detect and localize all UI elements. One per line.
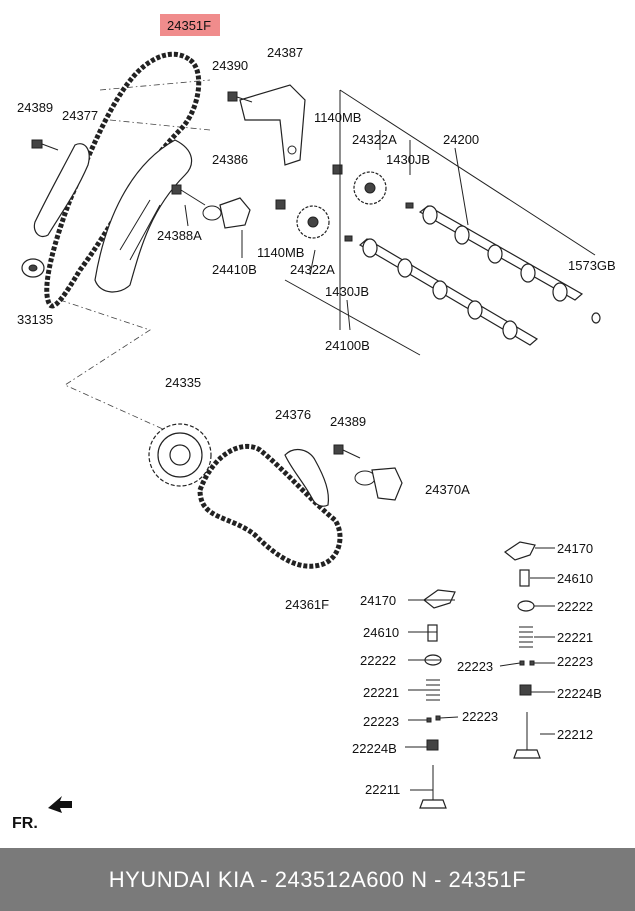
bolt-24388A[interactable] bbox=[171, 184, 206, 206]
camshaft-24200[interactable] bbox=[405, 202, 584, 302]
tensioner-arm-24377[interactable] bbox=[33, 143, 90, 238]
valve-22211[interactable] bbox=[419, 765, 447, 809]
lash-adjuster-24610-left[interactable] bbox=[427, 624, 438, 642]
seal-22224B-left[interactable] bbox=[426, 739, 439, 751]
label-22221-right[interactable]: 22221 bbox=[557, 630, 593, 645]
bolt-24389-mid[interactable] bbox=[333, 444, 361, 459]
washer-33135[interactable] bbox=[21, 258, 45, 278]
label-24389-top[interactable]: 24389 bbox=[17, 100, 53, 115]
lower-timing-chain-24361F[interactable] bbox=[197, 443, 343, 569]
front-arrow-icon bbox=[48, 796, 72, 813]
tensioner-24410B[interactable] bbox=[202, 197, 251, 229]
label-1140MB-top[interactable]: 1140MB bbox=[314, 110, 361, 125]
label-24322A-bottom[interactable]: 24322A bbox=[290, 262, 335, 277]
bolt-24390[interactable] bbox=[227, 91, 253, 103]
label-24376[interactable]: 24376 bbox=[275, 407, 311, 422]
label-24170-left[interactable]: 24170 bbox=[360, 593, 396, 608]
label-24377[interactable]: 24377 bbox=[62, 108, 98, 123]
label-24200[interactable]: 24200 bbox=[443, 132, 479, 147]
valve-22212[interactable] bbox=[513, 712, 541, 759]
label-24100B[interactable]: 24100B bbox=[325, 338, 370, 353]
part-number-footer: HYUNDAI KIA - 243512A600 N - 24351F bbox=[0, 848, 635, 911]
upper-timing-chain[interactable] bbox=[44, 51, 202, 309]
label-24610-right[interactable]: 24610 bbox=[557, 571, 593, 586]
label-1140MB-bottom[interactable]: 1140MB bbox=[257, 245, 304, 260]
keeper-22223-left[interactable] bbox=[426, 715, 441, 723]
label-24370A[interactable]: 24370A bbox=[425, 482, 470, 497]
label-24610-left[interactable]: 24610 bbox=[363, 625, 399, 640]
leader-lines bbox=[184, 89, 596, 356]
label-24387[interactable]: 24387 bbox=[267, 45, 303, 60]
label-22223-left-right[interactable]: 22223 bbox=[462, 709, 498, 724]
label-22222-right[interactable]: 22222 bbox=[557, 599, 593, 614]
label-22221-left[interactable]: 22221 bbox=[363, 685, 399, 700]
label-22224B-right[interactable]: 22224B bbox=[557, 686, 602, 701]
label-22223-right-left[interactable]: 22223 bbox=[457, 659, 493, 674]
valvetrain-leader-lines bbox=[405, 547, 555, 791]
label-24389-mid[interactable]: 24389 bbox=[330, 414, 366, 429]
plug-1573GB[interactable] bbox=[591, 312, 601, 324]
label-22222-left[interactable]: 22222 bbox=[360, 653, 396, 668]
chain-guide-24386[interactable] bbox=[94, 139, 193, 293]
rocker-arm-24170-right[interactable] bbox=[503, 541, 536, 561]
rocker-arm-24170-left[interactable] bbox=[423, 589, 456, 609]
bolt-24389-top[interactable] bbox=[31, 139, 59, 151]
spring-22221-right[interactable] bbox=[519, 626, 533, 648]
label-1430JB-top[interactable]: 1430JB bbox=[386, 152, 430, 167]
guide-24376[interactable] bbox=[284, 448, 330, 507]
seal-22224B-right[interactable] bbox=[519, 684, 532, 696]
label-22224B-left[interactable]: 22224B bbox=[352, 741, 397, 756]
guide-line bbox=[99, 79, 211, 131]
bracket-24387[interactable] bbox=[239, 84, 306, 166]
label-24386[interactable]: 24386 bbox=[212, 152, 248, 167]
label-24388A[interactable]: 24388A bbox=[157, 228, 202, 243]
highlight-box bbox=[160, 14, 220, 36]
label-24410B[interactable]: 24410B bbox=[212, 262, 257, 277]
label-1573GB[interactable]: 1573GB bbox=[568, 258, 616, 273]
label-24322A-top[interactable]: 24322A bbox=[352, 132, 397, 147]
camshaft-24100B[interactable] bbox=[344, 235, 539, 346]
exploded-parts-diagram: 24351F 24387 24390 24389 24377 1140MB 24… bbox=[12, 14, 616, 832]
sprocket-24322A-top[interactable] bbox=[332, 164, 387, 205]
tensioner-24370A[interactable] bbox=[354, 467, 403, 501]
label-1430JB-bottom[interactable]: 1430JB bbox=[325, 284, 369, 299]
label-24361F[interactable]: 24361F bbox=[285, 597, 329, 612]
label-24335[interactable]: 24335 bbox=[165, 375, 201, 390]
label-22211[interactable]: 22211 bbox=[365, 782, 400, 797]
label-33135[interactable]: 33135 bbox=[17, 312, 53, 327]
label-24390[interactable]: 24390 bbox=[212, 58, 248, 73]
label-24170-right[interactable]: 24170 bbox=[557, 541, 593, 556]
guide-line bbox=[59, 299, 166, 431]
crank-sprocket-24335[interactable] bbox=[148, 423, 212, 487]
keeper-22223-right[interactable] bbox=[519, 660, 535, 666]
label-24351F[interactable]: 24351F bbox=[167, 18, 211, 33]
label-22223-left-left[interactable]: 22223 bbox=[363, 714, 399, 729]
label-22223-right-right[interactable]: 22223 bbox=[557, 654, 593, 669]
front-direction-label: FR. bbox=[12, 815, 38, 832]
lash-adjuster-24610-right[interactable] bbox=[519, 569, 530, 587]
sprocket-24322A-bottom[interactable] bbox=[275, 199, 330, 239]
retainer-22222-right[interactable] bbox=[517, 600, 535, 612]
label-22212[interactable]: 22212 bbox=[557, 727, 593, 742]
